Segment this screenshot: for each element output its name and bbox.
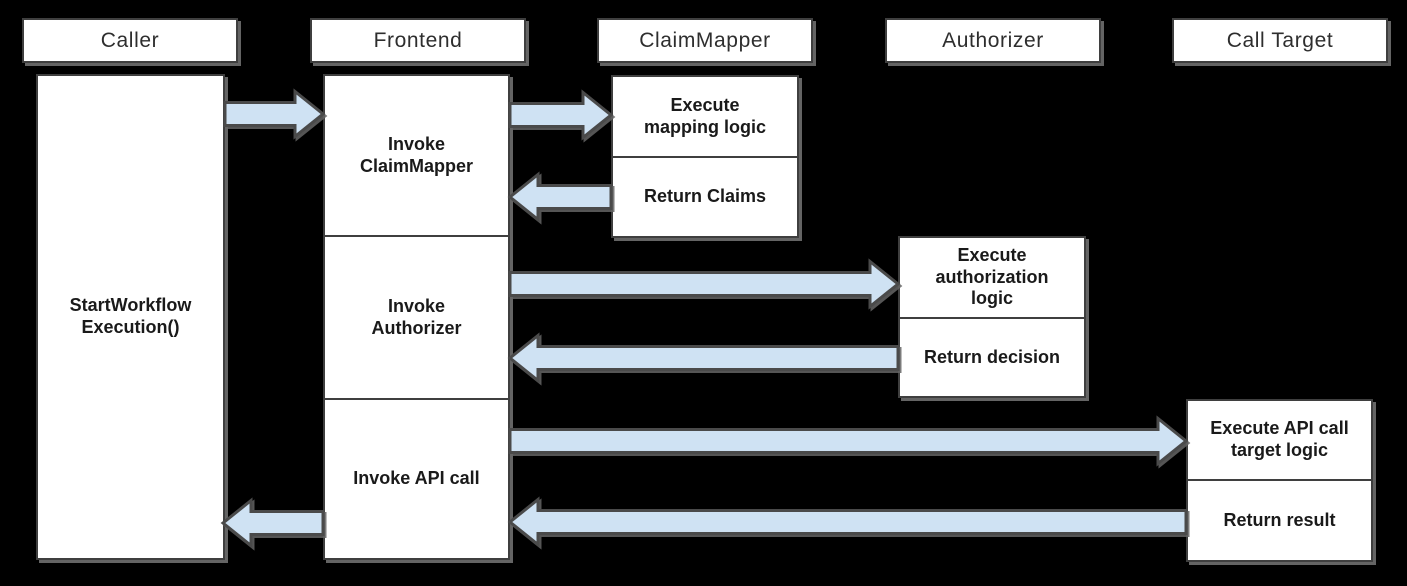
arrow-claimmapper-to-frontend <box>507 171 613 223</box>
actor-header-claimmapper: ClaimMapper <box>597 18 813 63</box>
arrow-frontend-to-call-target <box>508 415 1189 467</box>
arrow-frontend-to-caller <box>220 497 325 549</box>
box-execute-authorization-logic: Execute authorization logic <box>898 236 1086 319</box>
actor-label: Frontend <box>373 28 463 52</box>
actor-label: ClaimMapper <box>639 28 771 52</box>
arrow-shape <box>223 88 326 140</box>
box-execute-api-call-target-logic: Execute API call target logic <box>1186 399 1373 481</box>
actor-label: Caller <box>100 28 160 52</box>
arrow-frontend-to-authorizer <box>508 258 901 310</box>
actor-header-call-target: Call Target <box>1172 18 1388 63</box>
box-label: Invoke Authorizer <box>371 295 462 338</box>
box-return-decision: Return decision <box>898 317 1086 398</box>
box-label: Invoke ClaimMapper <box>359 133 474 176</box>
box-label: Invoke API call <box>353 468 480 489</box>
actor-label: Call Target <box>1226 28 1334 52</box>
box-return-claims: Return Claims <box>611 156 799 238</box>
arrow-call-target-to-frontend <box>507 496 1188 548</box>
arrow-frontend-to-claimmapper <box>508 89 614 141</box>
arrow-shape <box>507 171 613 223</box>
box-startworkflow-execution: StartWorkflow Execution() <box>36 74 225 560</box>
box-label: Return result <box>1223 509 1336 530</box>
arrow-shape <box>508 258 901 310</box>
box-invoke-api-call: Invoke API call <box>323 398 510 560</box>
arrow-shape <box>508 89 614 141</box>
actor-label: Authorizer <box>942 28 1044 52</box>
arrow-shape <box>220 497 325 549</box>
box-invoke-claimmapper: Invoke ClaimMapper <box>323 74 510 237</box>
actor-header-frontend: Frontend <box>310 18 526 63</box>
box-label: StartWorkflow Execution() <box>69 295 192 337</box>
arrow-shape <box>508 415 1189 467</box>
box-label: Return decision <box>923 346 1061 367</box>
box-label: Execute API call target logic <box>1210 418 1349 460</box>
box-label: Return Claims <box>643 186 767 207</box>
arrow-shape <box>507 496 1188 548</box>
box-label: Execute mapping logic <box>643 94 766 137</box>
actor-header-caller: Caller <box>22 18 238 63</box>
arrow-caller-to-frontend <box>223 88 326 140</box>
box-label: Execute authorization logic <box>935 245 1049 309</box>
arrow-shape <box>507 332 900 384</box>
actor-header-authorizer: Authorizer <box>885 18 1101 63</box>
box-invoke-authorizer: Invoke Authorizer <box>323 235 510 400</box>
box-return-result: Return result <box>1186 479 1373 562</box>
box-execute-mapping-logic: Execute mapping logic <box>611 75 799 158</box>
arrow-authorizer-to-frontend <box>507 332 900 384</box>
